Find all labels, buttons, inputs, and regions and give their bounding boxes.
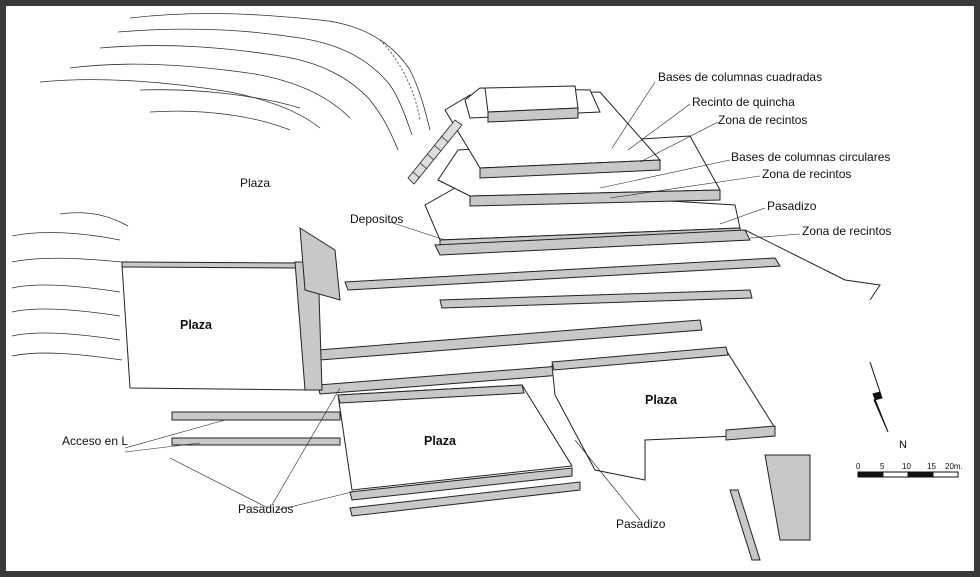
- label-plaza-center: Plaza: [424, 434, 456, 448]
- label-pasadizo-top: Pasadizo: [767, 199, 817, 213]
- label-bases-cuadradas: Bases de columnas cuadradas: [658, 70, 823, 84]
- label-plaza-left: Plaza: [180, 318, 212, 332]
- lower-enclosures: [171, 346, 811, 561]
- north-arrow-icon: [869, 361, 889, 433]
- label-plaza-right: Plaza: [645, 393, 677, 407]
- scale-tick: 5: [880, 462, 885, 471]
- label-pasadizo-bottom: Pasadizo: [616, 517, 666, 531]
- label-bases-circulares: Bases de columnas circulares: [731, 150, 891, 164]
- stairs: [407, 119, 463, 185]
- upper-platform: [424, 85, 741, 249]
- label-recinto-quincha: Recinto de quincha: [692, 95, 795, 109]
- scale-tick: 0: [856, 462, 861, 471]
- scale-bar: [857, 471, 959, 478]
- label-pasadizos: Pasadizos: [238, 502, 294, 516]
- left-plaza: [121, 227, 341, 391]
- label-depositos: Depositos: [350, 212, 404, 226]
- label-plaza-top: Plaza: [240, 176, 271, 190]
- scale-tick: 10: [902, 462, 911, 471]
- contour-lines: [11, 13, 431, 361]
- leader-lines: [124, 81, 801, 521]
- scale-tick: 20m.: [945, 462, 963, 471]
- label-zona-recintos-2: Zona de recintos: [762, 167, 852, 181]
- label-zona-recintos-1: Zona de recintos: [718, 113, 808, 127]
- scale-tick: 15: [927, 462, 936, 471]
- north-label: N: [899, 439, 907, 451]
- label-zona-recintos-3: Zona de recintos: [802, 224, 892, 238]
- label-acceso-en-l: Acceso en L: [62, 434, 129, 448]
